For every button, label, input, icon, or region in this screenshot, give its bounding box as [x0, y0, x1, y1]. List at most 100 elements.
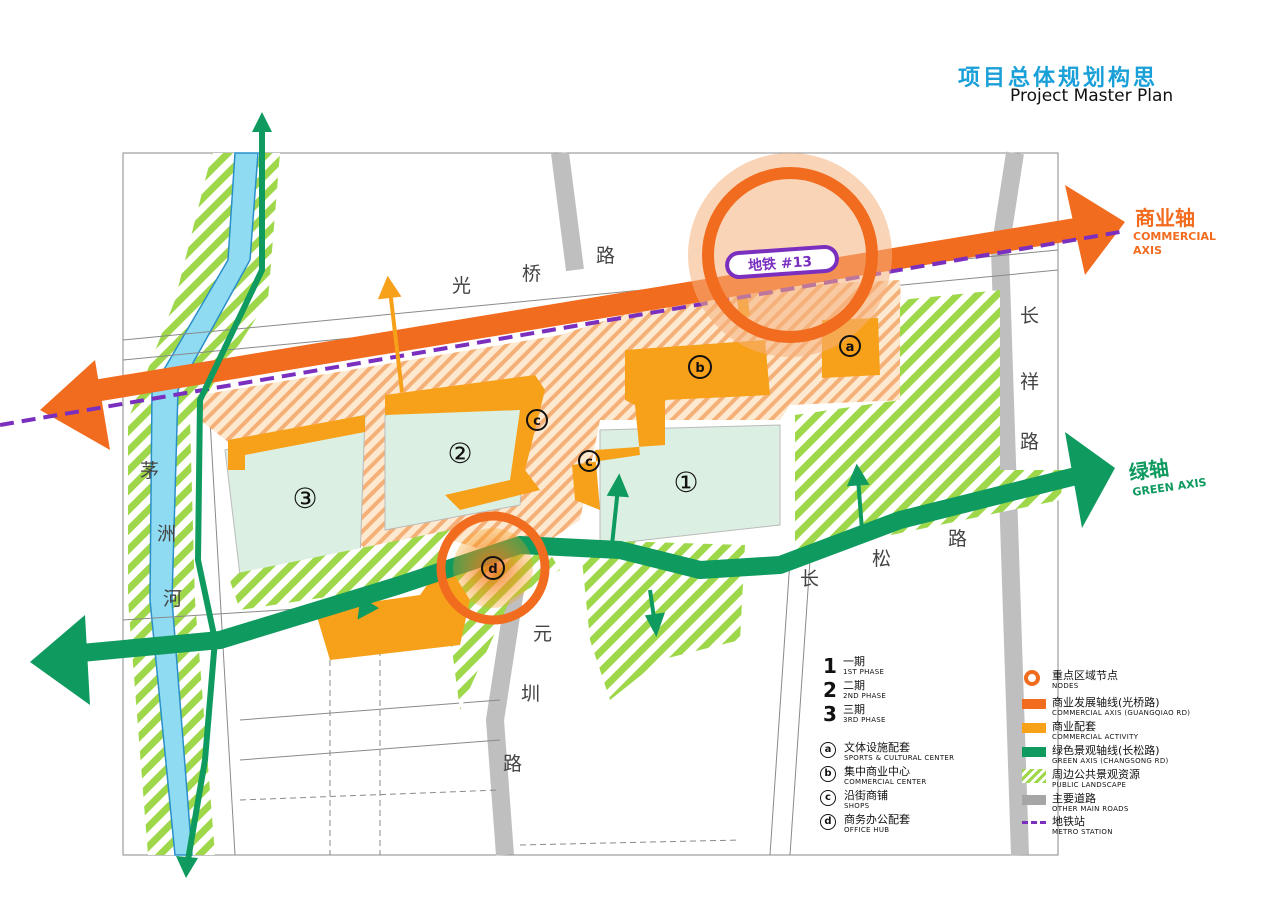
landscape-south-central	[580, 540, 745, 700]
legend-function-b-cn: 集中商业中心	[844, 765, 910, 778]
legend-phase-1-en: 1ST PHASE	[843, 668, 885, 676]
green-axis-arrow-west	[30, 615, 90, 705]
legend-metro-station-cn: 地铁站	[1052, 815, 1085, 828]
node-metro-ring	[702, 167, 878, 343]
legend-function-b-letter: b	[820, 766, 836, 782]
legend-green-axis-cn: 绿色景观轴线(长松路)	[1052, 744, 1160, 757]
green-axis-swatch-icon	[1022, 747, 1046, 757]
road-yuanzhen-1: 元	[533, 623, 552, 645]
commercial-axis-arrow-east	[1065, 185, 1125, 275]
green-axis-arrow-east	[1065, 432, 1115, 528]
river-maozhou-2: 洲	[157, 523, 176, 545]
road-yuanzhen	[485, 588, 524, 856]
marker-c-1: c	[533, 414, 541, 429]
legend-main-roads-en: OTHER MAIN ROADS	[1052, 805, 1129, 813]
road-guangqiao-3: 路	[596, 245, 615, 267]
legend-metro-station-en: METRO STATION	[1052, 828, 1113, 836]
legend-phase-2-en: 2ND PHASE	[843, 692, 887, 700]
commercial-activity-swatch-icon	[1022, 723, 1046, 733]
legend-public-landscape-cn: 周边公共景观资源	[1052, 768, 1140, 781]
road-yuanzhen-3: 路	[503, 753, 522, 775]
legend-function-a-letter: a	[820, 742, 836, 758]
landscape-east	[795, 290, 1000, 475]
block-phase-1	[599, 424, 781, 546]
maozhou-river	[149, 152, 259, 856]
commercial-axis-label-cn: 商业轴	[1135, 206, 1195, 230]
road-north-1	[551, 151, 584, 272]
legend-commercial-axis-en: COMMERCIAL AXIS (GUANGQIAO RD)	[1052, 709, 1191, 717]
legend-phase-1-num: 1	[823, 654, 837, 678]
legend-function-d-letter: d	[820, 814, 836, 830]
phase-2-label: ②	[447, 437, 472, 470]
legend-green-axis-en: GREEN AXIS (CHANGSONG RD)	[1052, 757, 1169, 765]
river-arrow-north	[252, 112, 272, 132]
legend-function-d-en: OFFICE HUB	[844, 826, 890, 834]
road-changsong-2: 松	[872, 548, 891, 570]
block-d-strip	[315, 560, 470, 660]
commercial-axis-label-en-1: COMMERCIAL	[1133, 230, 1216, 243]
block-c-strip	[385, 375, 545, 510]
legend-function-c-letter: c	[820, 790, 836, 806]
legend-nodes-cn: 重点区域节点	[1052, 669, 1118, 682]
legend-function-c-cn: 沿街商铺	[844, 789, 888, 802]
road-guangqiao-1: 光	[452, 275, 471, 297]
metro-station-swatch-icon	[1022, 821, 1046, 824]
green-axis	[30, 432, 1115, 705]
legend-function-c-en: SHOPS	[844, 802, 870, 810]
legend-function-b-en: COMMERCIAL CENTER	[844, 778, 927, 786]
marker-a: a	[846, 340, 855, 355]
legend-phase-1-cn: 一期	[843, 655, 865, 668]
road-yuanzhen-2: 圳	[521, 683, 540, 705]
commercial-axis	[40, 185, 1125, 450]
road-changsong-3: 路	[948, 528, 967, 550]
public-landscape-swatch-icon	[1022, 769, 1046, 783]
green-axis-label-cn: 绿轴	[1127, 456, 1170, 485]
metro-line-13	[0, 230, 1121, 427]
title-en: Project Master Plan	[1010, 86, 1174, 106]
river-maozhou-1: 茅	[140, 460, 159, 482]
road-names: 光 桥 路 长 祥 路 长 松 路 元 圳 路 茅 洲 河	[140, 245, 1039, 775]
legend-phase-3-cn: 三期	[843, 703, 865, 716]
river-green-path	[185, 130, 265, 861]
dashed-lines	[239, 640, 741, 855]
legend-function-d-cn: 商务办公配套	[844, 813, 910, 826]
nodes-icon	[1024, 670, 1040, 686]
phase-3-label: ③	[292, 482, 317, 515]
node-office-glow	[453, 528, 533, 608]
phase-1-label: ①	[673, 466, 698, 499]
block-phase3-strip	[228, 415, 365, 470]
landscape-phase3-south	[228, 530, 450, 610]
legend-nodes-en: NODES	[1052, 682, 1079, 690]
legend-phase-3-num: 3	[823, 702, 837, 726]
road-changxiang-1: 长	[1020, 305, 1039, 327]
commercial-axis-arrow-west	[40, 360, 110, 450]
legend-commercial-activity-en: COMMERCIAL ACTIVITY	[1052, 733, 1139, 741]
block-b	[572, 340, 770, 510]
marker-b: b	[695, 361, 704, 376]
legend-phase-3-en: 3RD PHASE	[843, 716, 886, 724]
commercial-axis-label-en-2: AXIS	[1133, 244, 1162, 257]
landscape-arrows	[357, 463, 870, 637]
legend-public-landscape-en: PUBLIC LANDSCAPE	[1052, 781, 1127, 789]
river-maozhou-3: 河	[163, 588, 182, 610]
legend-commercial-axis-cn: 商业发展轴线(光桥路)	[1052, 696, 1160, 709]
legend-commercial-activity-cn: 商业配套	[1052, 720, 1096, 733]
road-guangqiao-2: 桥	[522, 263, 541, 285]
river-arrow-south	[176, 856, 198, 878]
road-changxiang-2: 祥	[1020, 371, 1039, 393]
legend-phase-2-num: 2	[823, 678, 837, 702]
title-cn: 项目总体规划构思	[958, 66, 1159, 91]
road-changsong-1: 长	[800, 568, 819, 590]
metro-station-badge: 地铁 #13	[725, 245, 839, 279]
function-markers: b a c c d	[481, 335, 861, 580]
main-roads-swatch-icon	[1022, 795, 1046, 805]
legend-phase-2-cn: 二期	[843, 679, 865, 692]
legend-function-a-en: SPORTS & CULTURAL CENTER	[844, 754, 955, 762]
marker-c-2: c	[585, 455, 593, 470]
legend-main-roads-cn: 主要道路	[1052, 792, 1096, 805]
marker-d: d	[488, 562, 497, 577]
commercial-north-arrow	[377, 275, 404, 393]
road-changxiang-3: 路	[1020, 431, 1039, 453]
node-office-ring	[436, 511, 550, 625]
